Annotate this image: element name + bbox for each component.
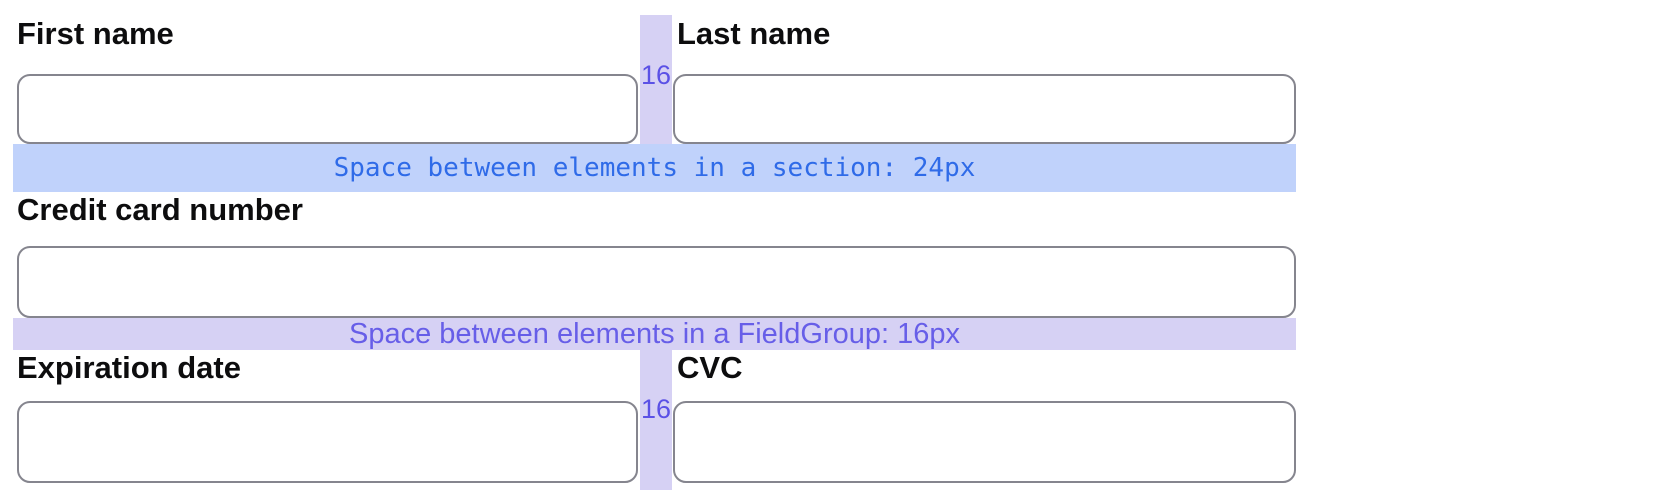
fieldgroup-gap-band: Space between elements in a FieldGroup: … [13,318,1296,350]
credit-card-number-label: Credit card number [17,192,303,227]
first-name-label: First name [17,16,174,51]
column-gap-size-label-bottom: 16 [640,394,672,424]
credit-card-number-input[interactable] [17,246,1296,318]
column-gap-size-label-top: 16 [640,60,672,90]
first-name-input[interactable] [17,74,638,144]
column-gap-band-bottom [640,350,672,490]
column-gap-band-top [640,15,672,144]
expiration-date-input[interactable] [17,401,638,483]
last-name-label: Last name [677,16,831,51]
expiration-date-label: Expiration date [17,350,241,385]
fieldgroup-gap-label: Space between elements in a FieldGroup: … [349,317,960,350]
cvc-label: CVC [677,350,743,385]
section-gap-label: Space between elements in a section: 24p… [333,153,976,183]
section-gap-band: Space between elements in a section: 24p… [13,144,1296,192]
last-name-input[interactable] [673,74,1296,144]
cvc-input[interactable] [673,401,1296,483]
